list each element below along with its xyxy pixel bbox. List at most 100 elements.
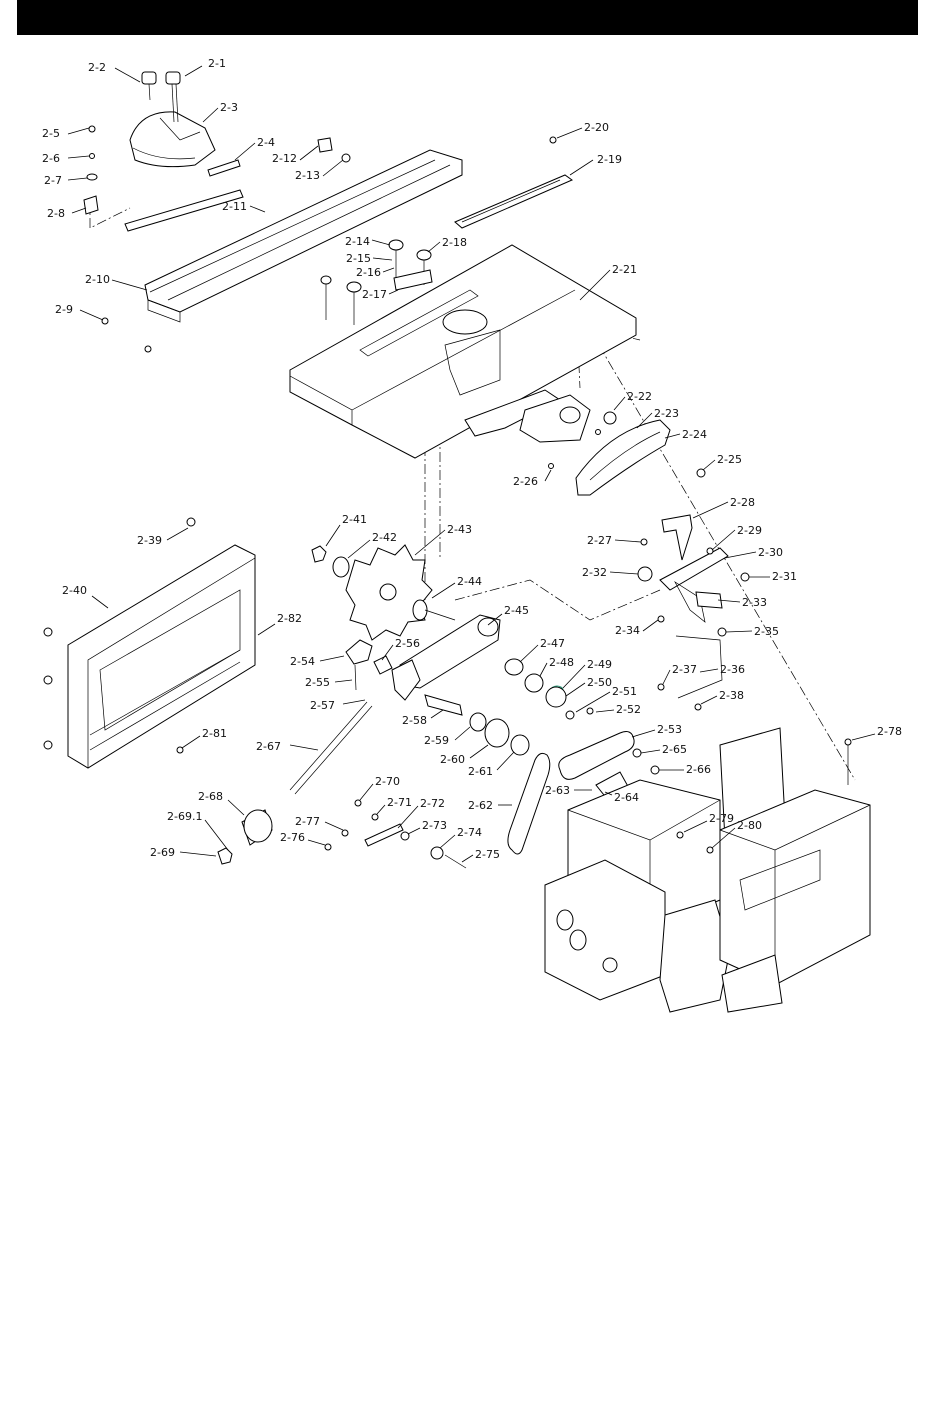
- motor-base: [719, 738, 871, 1013]
- part-label: 2-37: [672, 663, 697, 676]
- part-label: 2-1: [208, 57, 226, 70]
- part-label: 2-77: [295, 815, 320, 828]
- part-label: 2-40: [62, 584, 87, 597]
- part-label: 2-49: [587, 658, 612, 671]
- part-label: 2-18: [442, 236, 467, 249]
- part-label: 2-35: [754, 625, 779, 638]
- part-label: 2-31: [772, 570, 797, 583]
- part-label: 2-69.1: [167, 810, 202, 823]
- part-label: 2-9: [55, 303, 73, 316]
- part-label: 2-28: [730, 496, 755, 509]
- part-label: 2-4: [257, 136, 275, 149]
- part-label: 2-61: [468, 765, 493, 778]
- part-label: 2-54: [290, 655, 315, 668]
- part-label: 2-73: [422, 819, 447, 832]
- part-label: 2-68: [198, 790, 223, 803]
- leader-lines: [67, 65, 876, 863]
- part-label: 2-34: [615, 624, 640, 637]
- miter-gauge: [83, 71, 216, 215]
- part-label: 2-13: [295, 169, 320, 182]
- part-label: 2-23: [654, 407, 679, 420]
- part-label: 2-22: [627, 390, 652, 403]
- part-label: 2-7: [44, 174, 62, 187]
- part-label: 2-50: [587, 676, 612, 689]
- handwheel: [217, 809, 273, 865]
- fence-parts: [317, 136, 574, 229]
- guide-rails: [101, 149, 463, 353]
- part-label: 2-67: [256, 740, 281, 753]
- part-label: 2-69: [150, 846, 175, 859]
- part-label: 2-19: [597, 153, 622, 166]
- part-label: 2-66: [686, 763, 711, 776]
- part-labels: 2-1 2-2 2-3 2-4 2-5 2-6 2-7 2-8 2-9 2-10…: [42, 57, 902, 861]
- table-top: [289, 239, 637, 459]
- part-label: 2-70: [375, 775, 400, 788]
- part-label: 2-59: [424, 734, 449, 747]
- part-label: 2-21: [612, 263, 637, 276]
- part-label: 2-64: [614, 791, 639, 804]
- part-label: 2-78: [877, 725, 902, 738]
- riving-knife-assembly: [637, 514, 750, 711]
- part-label: 2-72: [420, 797, 445, 810]
- part-label: 2-74: [457, 826, 482, 839]
- part-label: 2-52: [616, 703, 641, 716]
- part-label: 2-65: [662, 743, 687, 756]
- part-label: 2-20: [584, 121, 609, 134]
- part-label: 2-53: [657, 723, 682, 736]
- part-label: 2-75: [475, 848, 500, 861]
- wheel-assembly: [320, 239, 433, 325]
- part-label: 2-79: [709, 812, 734, 825]
- part-label: 2-71: [387, 796, 412, 809]
- part-label: 2-39: [137, 534, 162, 547]
- part-label: 2-2: [88, 61, 106, 74]
- part-label: 2-11: [222, 200, 247, 213]
- part-label: 2-16: [356, 266, 381, 279]
- part-label: 2-14: [345, 235, 370, 248]
- part-label: 2-33: [742, 596, 767, 609]
- part-label: 2-48: [549, 656, 574, 669]
- part-label: 2-3: [220, 101, 238, 114]
- part-label: 2-12: [272, 152, 297, 165]
- part-label: 2-56: [395, 637, 420, 650]
- dust-housing: [43, 517, 256, 769]
- motor-assembly: [544, 727, 786, 1013]
- part-label: 2-76: [280, 831, 305, 844]
- motor-shaft: [289, 639, 530, 795]
- header-bar: [17, 0, 918, 35]
- part-label: 2-57: [310, 699, 335, 712]
- part-label: 2-27: [587, 534, 612, 547]
- blade-arbor: [311, 544, 594, 720]
- part-label: 2-81: [202, 727, 227, 740]
- part-label: 2-32: [582, 566, 607, 579]
- part-label: 2-6: [42, 152, 60, 165]
- part-label: 2-10: [85, 273, 110, 286]
- part-label: 2-26: [513, 475, 538, 488]
- part-label: 2-8: [47, 207, 65, 220]
- part-label: 2-41: [342, 513, 367, 526]
- part-label: 2-44: [457, 575, 482, 588]
- part-label: 2-30: [758, 546, 783, 559]
- part-label: 2-82: [277, 612, 302, 625]
- lock-lever: [324, 799, 467, 869]
- part-label: 2-51: [612, 685, 637, 698]
- part-label: 2-58: [402, 714, 427, 727]
- part-label: 2-25: [717, 453, 742, 466]
- part-label: 2-24: [682, 428, 707, 441]
- part-label: 2-55: [305, 676, 330, 689]
- part-label: 2-60: [440, 753, 465, 766]
- part-label: 2-17: [362, 288, 387, 301]
- part-label: 2-43: [447, 523, 472, 536]
- part-label: 2-15: [346, 252, 371, 265]
- part-label: 2-45: [504, 604, 529, 617]
- part-label: 2-5: [42, 127, 60, 140]
- part-label: 2-47: [540, 637, 565, 650]
- part-label: 2-36: [720, 663, 745, 676]
- part-label: 2-62: [468, 799, 493, 812]
- part-label: 2-38: [719, 689, 744, 702]
- part-label: 2-29: [737, 524, 762, 537]
- part-label: 2-42: [372, 531, 397, 544]
- part-label: 2-63: [545, 784, 570, 797]
- part-label: 2-80: [737, 819, 762, 832]
- blade-guard: [548, 411, 706, 496]
